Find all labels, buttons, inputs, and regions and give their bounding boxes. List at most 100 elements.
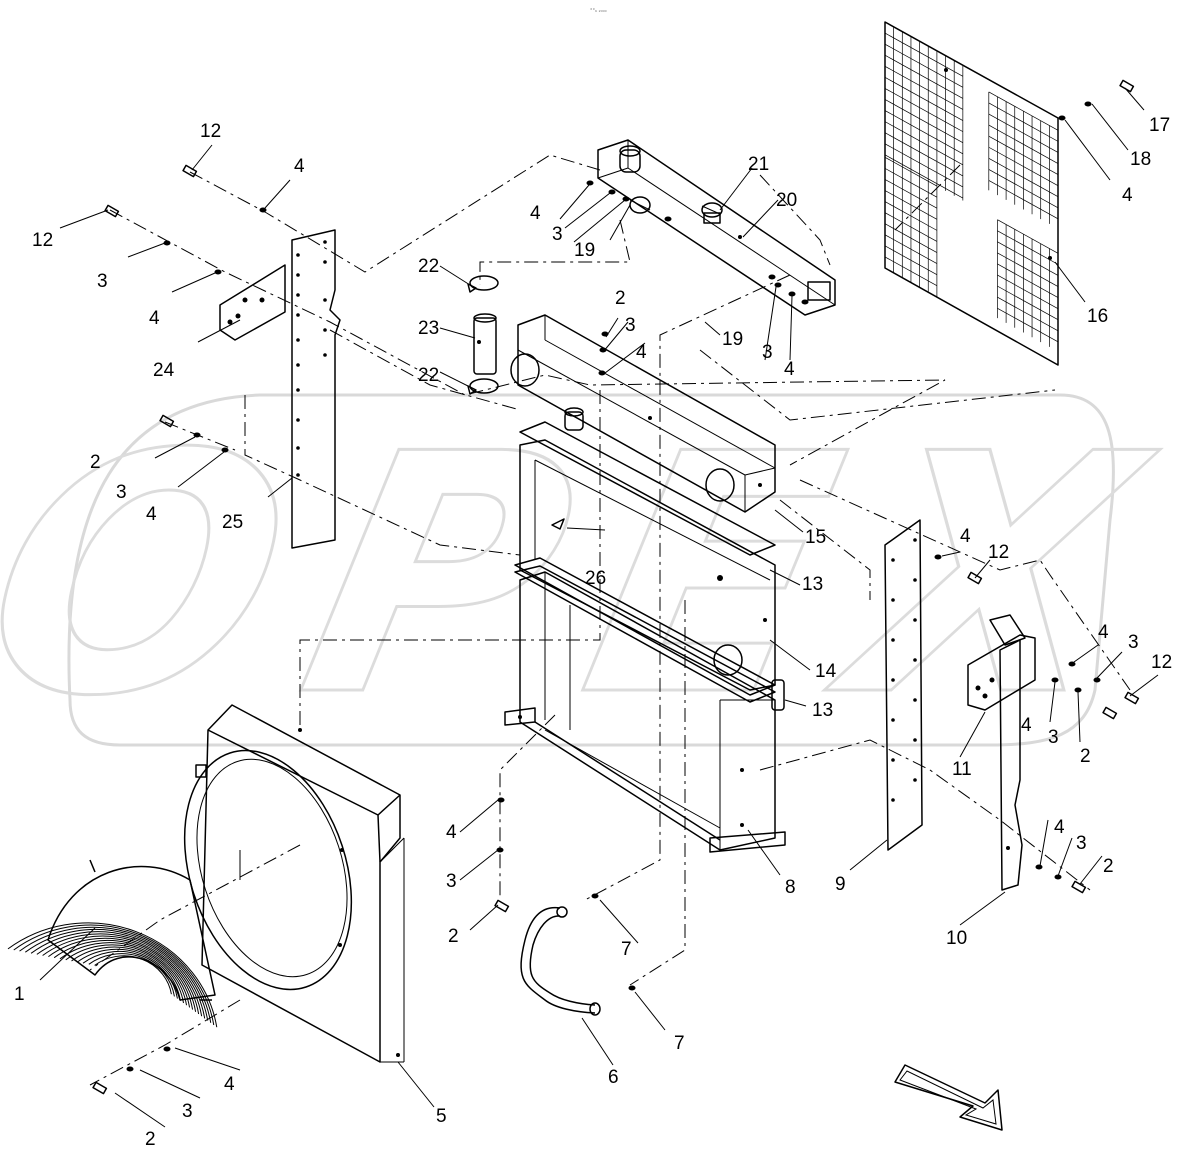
callout-24: 24: [153, 360, 175, 381]
leader-line: [469, 904, 499, 931]
mesh-line: [884, 132, 964, 177]
callout-2: 2: [1103, 856, 1114, 877]
mesh-line: [997, 263, 1059, 298]
leader-line: [397, 1061, 435, 1108]
part-8-radiator: [504, 571, 786, 853]
fan-guard-ring: [42, 935, 200, 1015]
leader-line: [789, 295, 793, 361]
mesh-line: [884, 212, 938, 242]
mesh-line: [884, 110, 964, 155]
mount-hole: [296, 293, 300, 297]
leader-line: [581, 1017, 614, 1066]
leader-line: [704, 321, 721, 336]
mesh-line: [884, 99, 964, 143]
callout-3: 3: [1048, 727, 1059, 748]
leader-line: [747, 829, 781, 876]
fan-guard-ring: [88, 953, 175, 997]
mount-hole: [891, 638, 895, 642]
leader-line: [439, 327, 476, 339]
bolt: [967, 571, 983, 585]
callout-4: 4: [1098, 622, 1109, 643]
mount-hole: [891, 558, 895, 562]
callout-21: 21: [748, 154, 769, 175]
leader-line: [1096, 651, 1123, 679]
mesh-line: [884, 168, 938, 198]
bolt: [182, 164, 198, 178]
callout-4: 4: [530, 203, 541, 224]
washer: [1054, 874, 1062, 880]
callout-3: 3: [762, 342, 773, 363]
leader-line: [602, 321, 629, 353]
leader-line: [439, 371, 471, 388]
callout-10: 10: [946, 928, 967, 949]
leader-line: [39, 927, 96, 981]
mesh-line: [884, 21, 964, 66]
callout-2: 2: [145, 1129, 156, 1150]
leader-line: [959, 711, 986, 758]
leader-line: [439, 265, 471, 286]
fan-guard-ring: [13, 924, 215, 1026]
mount-hole: [323, 298, 327, 302]
callout-22: 22: [418, 256, 439, 277]
callout-14: 14: [815, 661, 837, 682]
washer: [801, 299, 809, 305]
leader-line: [742, 199, 779, 238]
mesh-line: [997, 296, 1059, 332]
callout-12: 12: [1151, 652, 1172, 673]
mesh-line: [884, 121, 964, 166]
mesh-line: [997, 274, 1059, 309]
callout-4: 4: [1054, 817, 1065, 838]
washer: [599, 347, 607, 353]
part-22-upper-clamp: [467, 275, 499, 293]
part-11-right-bracket: [967, 614, 1036, 711]
leader-line: [1073, 644, 1099, 663]
mesh-line: [884, 201, 938, 231]
callout-20: 20: [776, 190, 797, 211]
washer: [586, 180, 594, 186]
mesh-line: [884, 32, 964, 77]
mount-hole: [913, 738, 917, 742]
part-16-mesh-screen: [884, 21, 1059, 366]
fan-guard-outline: [47, 865, 216, 1001]
front-direction-arrow: [894, 1064, 1003, 1131]
washer: [1093, 677, 1101, 683]
mount-hole: [296, 363, 300, 367]
washer: [628, 985, 636, 991]
mesh-line: [884, 256, 938, 287]
washer: [259, 207, 267, 213]
leader-line: [154, 436, 196, 459]
callout-16: 16: [1087, 306, 1108, 327]
leader-line: [127, 242, 166, 258]
mount-hole: [913, 578, 917, 582]
assembly-lines: [89, 154, 1131, 1086]
callout-12: 12: [988, 542, 1009, 563]
part-10-right-long-plate: [999, 639, 1023, 891]
mesh-line: [884, 156, 938, 187]
leader-line: [139, 1069, 201, 1099]
leader-line: [59, 209, 109, 229]
washer: [221, 447, 229, 453]
washer: [1051, 677, 1059, 683]
washer: [163, 1046, 171, 1052]
leader-line: [604, 342, 646, 374]
part-1-fan-guard: [7, 859, 218, 1028]
callout-11: 11: [952, 759, 972, 780]
fan-guard-ring: [36, 933, 203, 1017]
callout-19: 19: [574, 240, 595, 261]
callout-13: 13: [812, 700, 833, 721]
mount-hole: [296, 388, 300, 392]
mesh-line: [997, 307, 1059, 343]
callout-4: 4: [960, 526, 971, 547]
callout-3: 3: [116, 482, 127, 503]
callout-15: 15: [805, 527, 826, 548]
header-stamp: °°₆ ₂₀₀₀: [590, 8, 607, 14]
part-23-hose-sleeve: [473, 313, 497, 375]
callout-4: 4: [784, 359, 795, 380]
bolt: [1124, 691, 1140, 705]
fan-guard-ring: [76, 948, 181, 1001]
washer: [193, 432, 201, 438]
leader-line: [784, 699, 807, 707]
mesh-line: [988, 146, 1059, 186]
washer: [496, 847, 504, 853]
bolt: [104, 204, 120, 218]
